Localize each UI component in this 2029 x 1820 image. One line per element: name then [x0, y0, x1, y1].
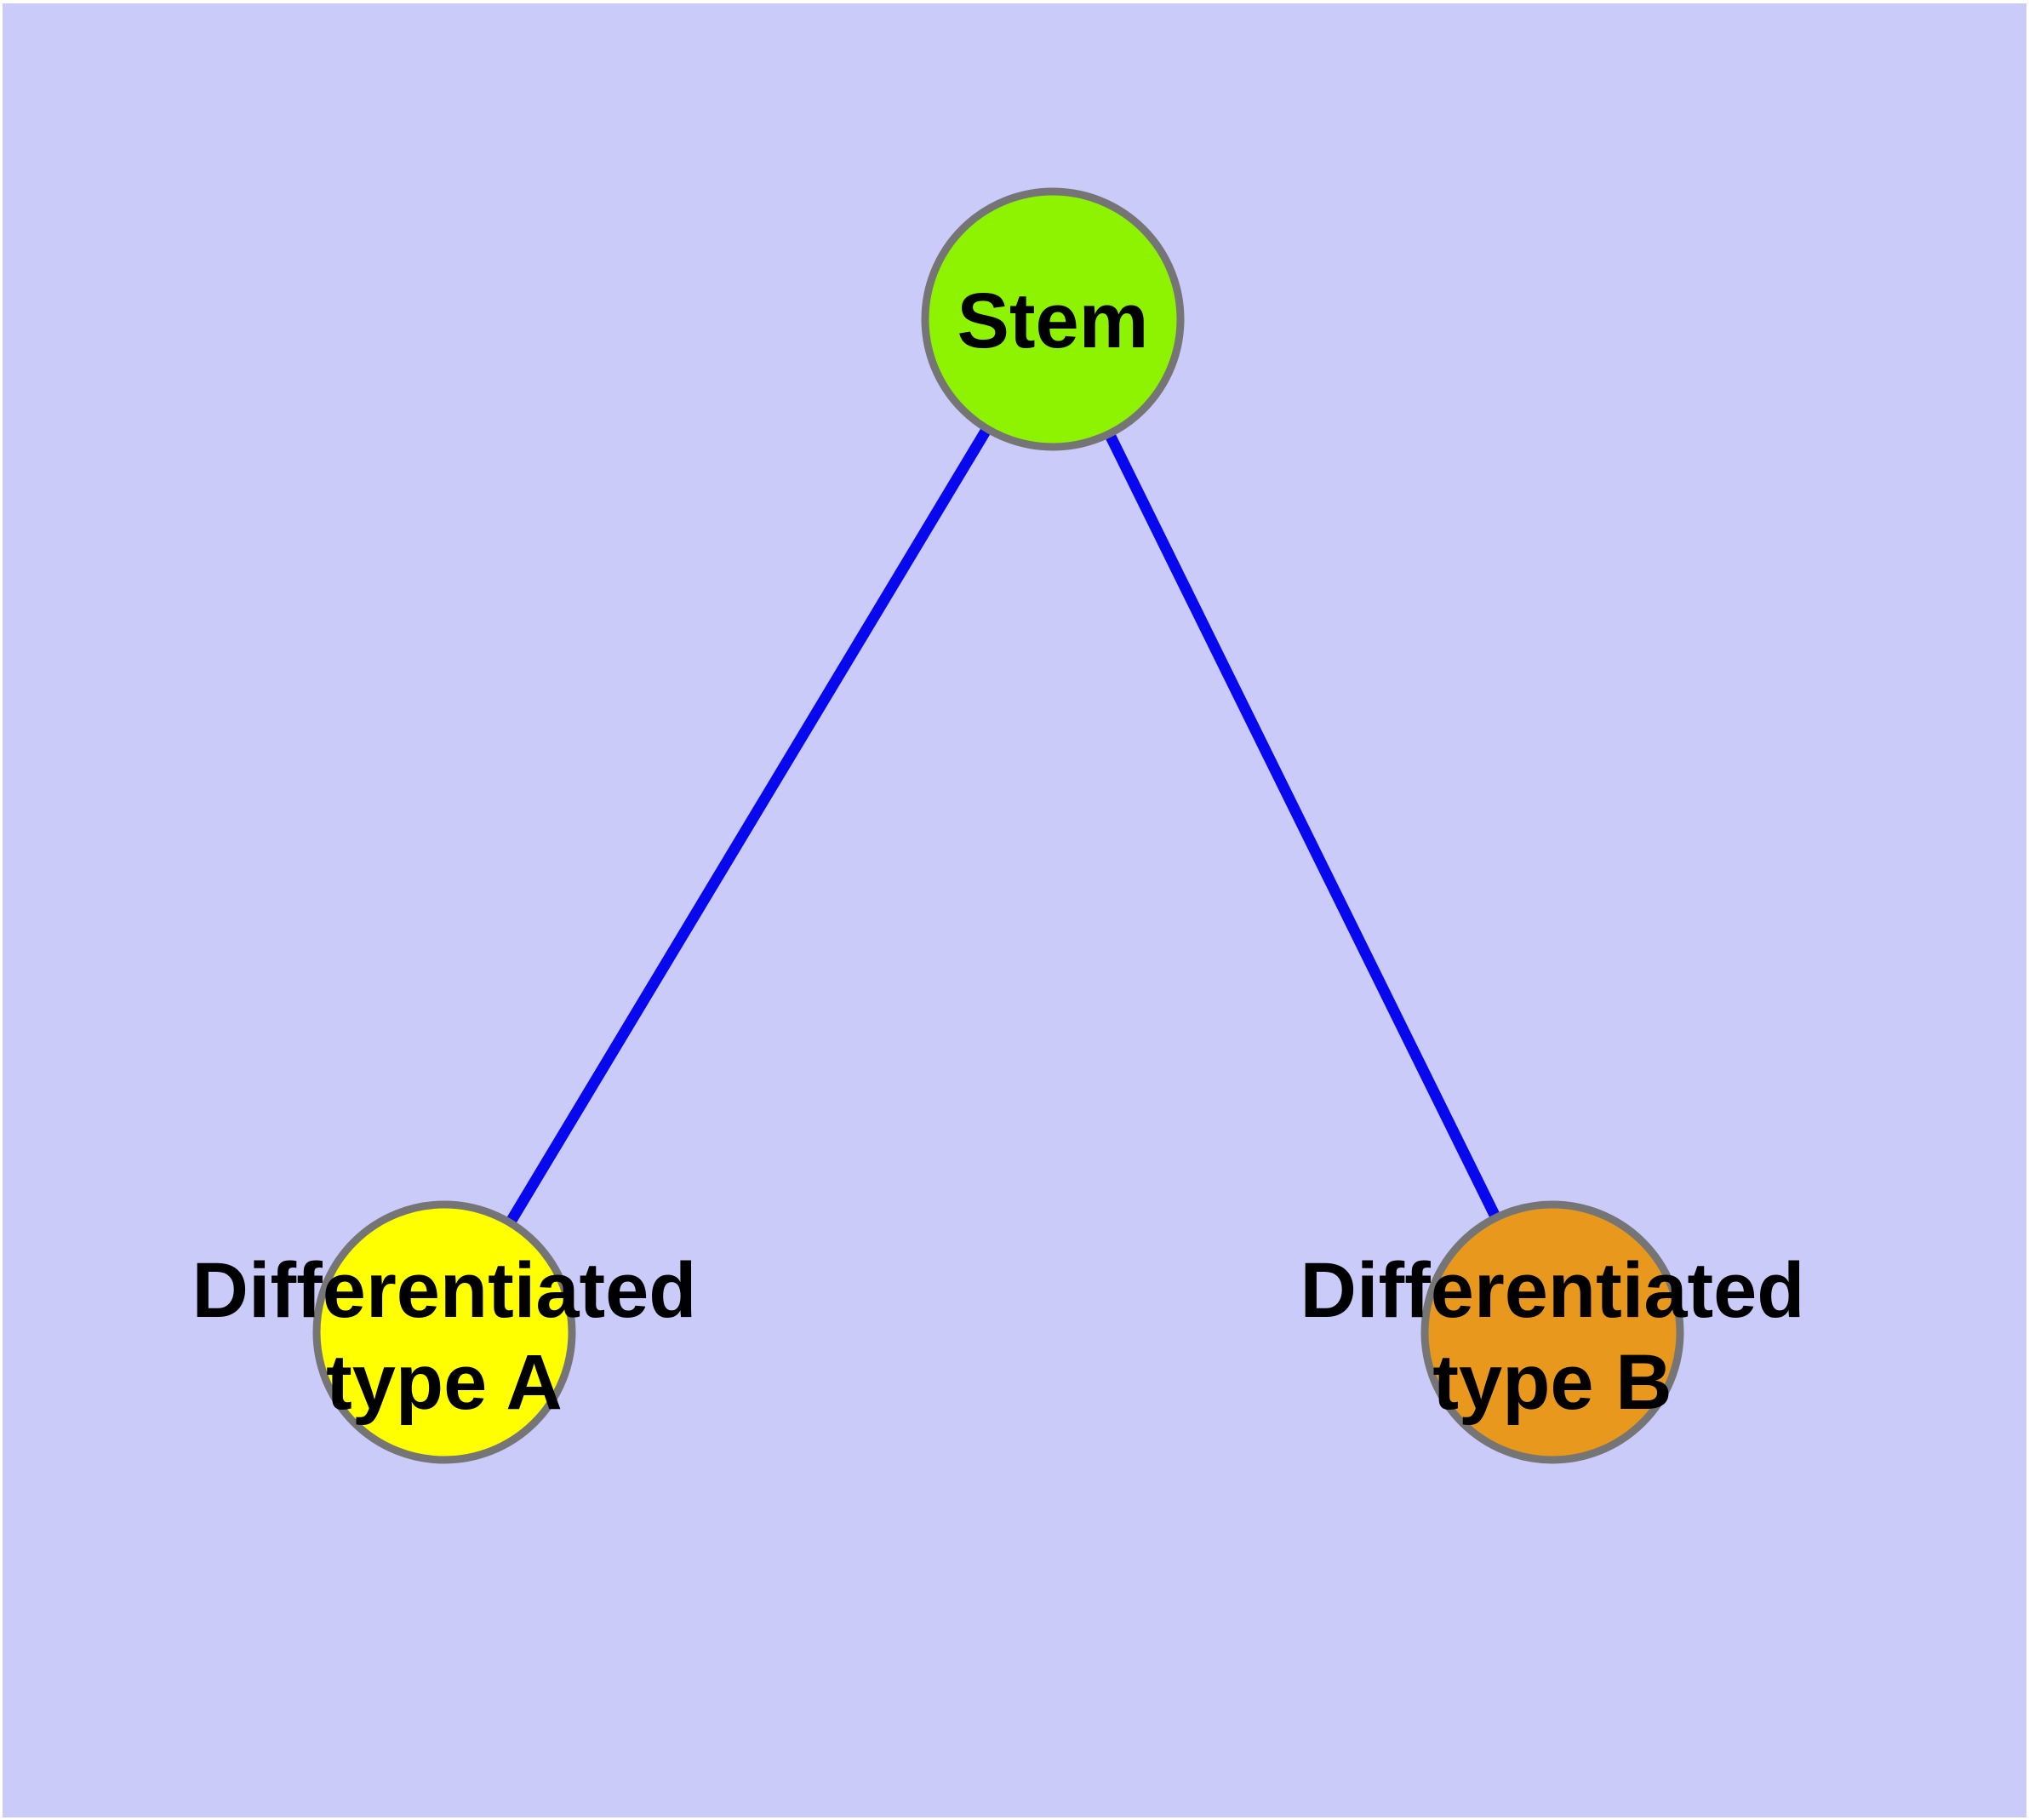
node-stem-label: Stem — [957, 278, 1149, 364]
edge-stem-to-type-a — [439, 316, 1058, 1336]
node-type-a-label-line2: type A — [326, 1339, 563, 1426]
node-stem — [921, 187, 1185, 451]
edge-stem-to-type-b — [1048, 317, 1557, 1335]
node-differentiated-type-a — [312, 1200, 576, 1464]
node-type-b-label-line2: type B — [1432, 1339, 1672, 1426]
node-differentiated-type-b — [1420, 1200, 1684, 1464]
node-type-a-label-line1: Differentiated — [192, 1247, 697, 1334]
node-type-b-label-line1: Differentiated — [1300, 1247, 1805, 1334]
